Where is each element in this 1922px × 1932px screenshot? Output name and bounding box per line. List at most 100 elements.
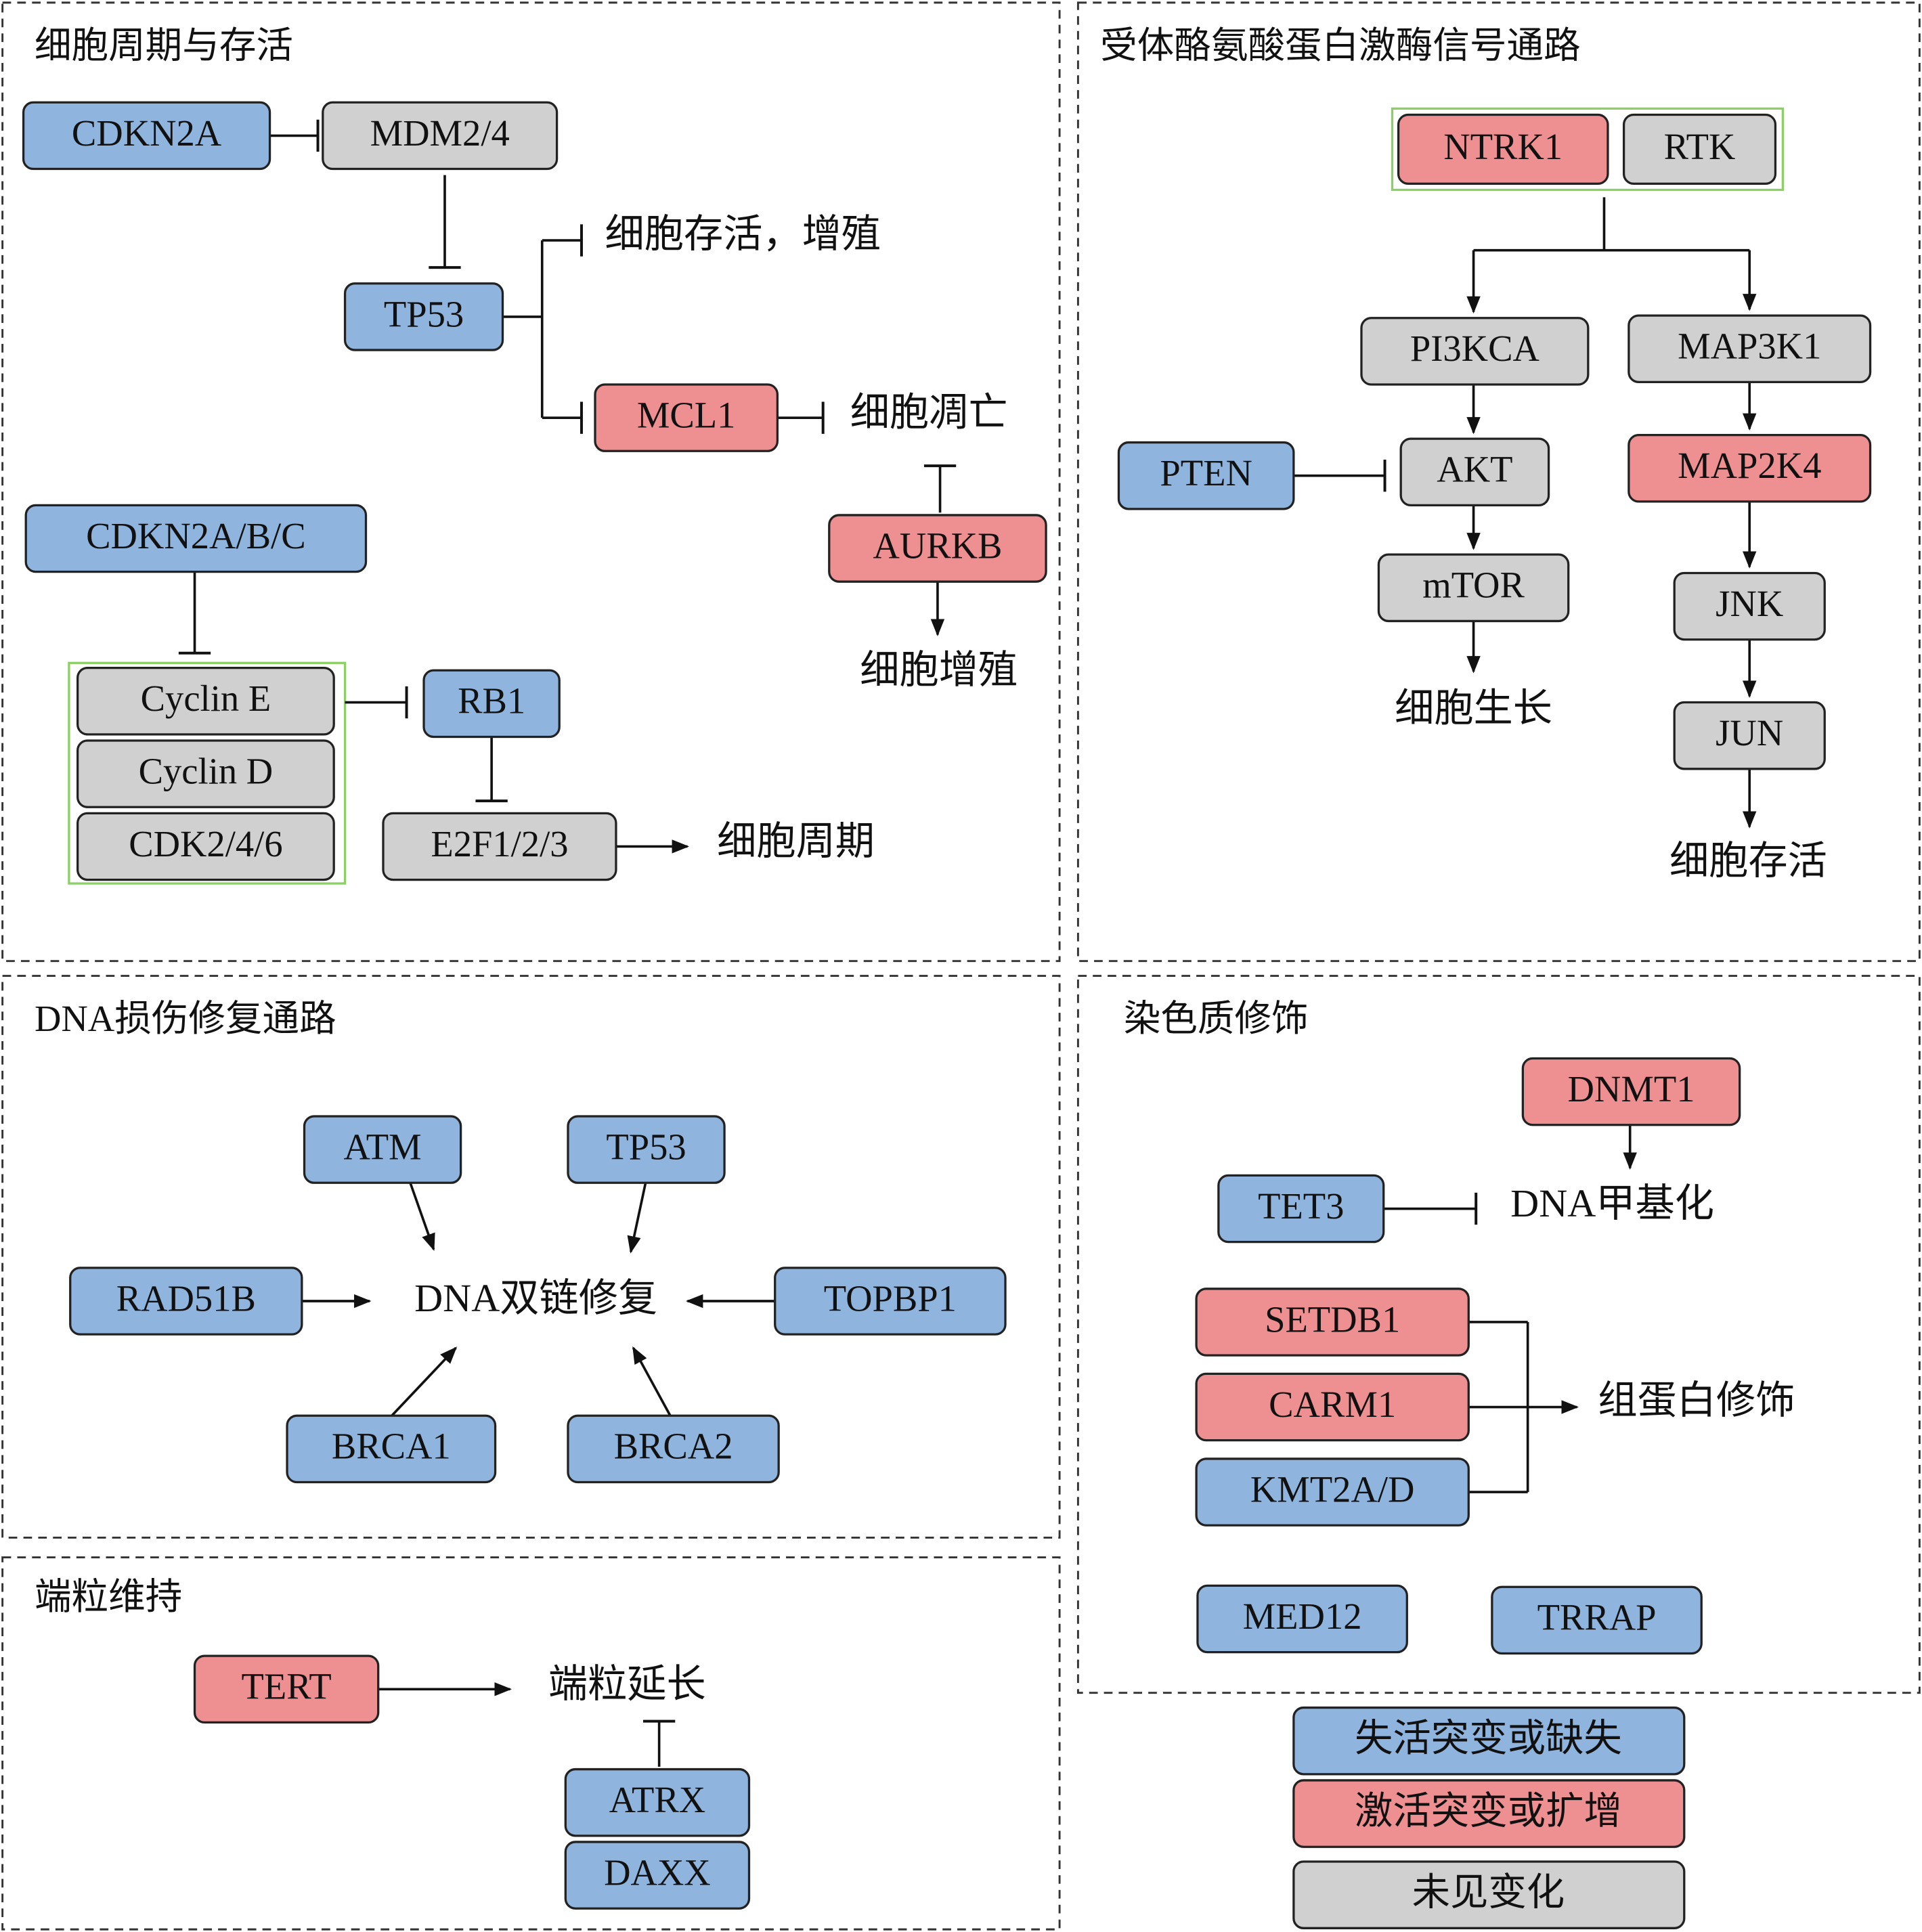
gene-topbp1-box [774, 1267, 1007, 1336]
gene-jnk-label: JNK [1716, 583, 1783, 624]
edge-cdkn2a-inhibits-mdm2 [269, 119, 320, 152]
gene-ntrk1-label: NTRK1 [1443, 126, 1563, 167]
gene-kmt2ad-label: KMT2A/D [1250, 1468, 1415, 1510]
panel-telomere [1, 1556, 1061, 1931]
gene-daxx-label: DAXX [604, 1851, 711, 1893]
gene-mdm2-4-label: MDM2/4 [370, 112, 510, 154]
gene-pten-box [1117, 441, 1295, 510]
gene-brca2-box [567, 1414, 780, 1484]
edge-atrx-inhibits-telomere [642, 1719, 676, 1767]
outcome-histone-modification: 组蛋白修饰 [1598, 1378, 1795, 1422]
gene-brca1-box [286, 1414, 497, 1484]
outcome-dsb-repair: DNA双链修复 [414, 1276, 657, 1320]
outcome-survival: 细胞存活 [1669, 839, 1827, 883]
gene-atrx-label: ATRX [609, 1779, 706, 1820]
gene-med12-label: MED12 [1243, 1596, 1362, 1637]
gene-setdb1-box [1195, 1288, 1470, 1357]
edge-tp53-inhibits-mcl1 [542, 401, 583, 434]
outcome-dna-methylation: DNA甲基化 [1510, 1181, 1714, 1225]
legend-no-change-swatch [1292, 1860, 1686, 1929]
gene-mtor-label: mTOR [1422, 565, 1525, 606]
gene-rtk-label: RTK [1664, 126, 1736, 167]
gene-rtk-box [1622, 113, 1777, 185]
gene-dnmt1-box [1521, 1057, 1741, 1126]
gene-med12-box [1196, 1584, 1408, 1654]
legend-inactivation-swatch [1292, 1706, 1686, 1776]
gene-akt-label: AKT [1437, 449, 1512, 490]
gene-rad51b-label: RAD51B [116, 1277, 256, 1319]
panel-cell-cycle [1, 1, 1061, 963]
gene-trrap-label: TRRAP [1537, 1597, 1657, 1638]
gene-tet3-box [1217, 1174, 1385, 1244]
gene-topbp1-label: TOPBP1 [824, 1277, 957, 1319]
edge-mcl1-inhibits-apoptosis [777, 401, 825, 434]
gene-carm1-box [1195, 1372, 1470, 1442]
gene-kmt2ad-box [1195, 1457, 1470, 1527]
gene-brca1-label: BRCA1 [332, 1426, 451, 1467]
gene-map2k4-box [1628, 433, 1872, 503]
panel-dna-repair [1, 975, 1061, 1539]
gene-rb1-label: RB1 [458, 680, 525, 722]
outcome-cell-cycle: 细胞周期 [717, 819, 875, 863]
gene-tp53-a-box [343, 282, 504, 351]
gene-trrap-box [1491, 1585, 1703, 1655]
gene-e2f123-box [382, 812, 617, 881]
gene-cdk246-box [77, 812, 335, 881]
panel-title-dna-repair: DNA损伤修复通路 [35, 998, 336, 1039]
gene-tert-label: TERT [242, 1666, 332, 1707]
gene-daxx-box [564, 1841, 751, 1910]
panel-title-chromatin: 染色质修饰 [1124, 998, 1309, 1039]
edge-atm-to-dsb-repair [409, 1182, 435, 1251]
gene-pi3kca-box [1360, 317, 1590, 386]
gene-tert-box [193, 1654, 380, 1724]
gene-cdkn2a-label: CDKN2A [72, 112, 222, 154]
gene-aurkb-label: AURKB [873, 525, 1002, 566]
edge-tp53-inhibits-survival [542, 224, 583, 257]
panel-title-cell-cycle: 细胞周期与存活 [35, 25, 293, 66]
edge-brca2-to-dsb-repair [632, 1346, 672, 1417]
edge-mdm2-inhibits-tp53 [429, 175, 461, 269]
panel-rtk [1076, 1, 1921, 963]
gene-tp53-b-box [567, 1115, 726, 1184]
edge-brca1-to-dsb-repair [391, 1346, 458, 1417]
gene-jun-label: JUN [1716, 712, 1783, 753]
gene-akt-box [1399, 437, 1550, 507]
gene-e2f123-label: E2F1/2/3 [431, 823, 568, 864]
edge-cyclins-inhibit-rb1 [345, 686, 408, 719]
gene-jun-box [1673, 701, 1826, 770]
gene-cyclin-d-label: Cyclin D [139, 750, 274, 791]
gene-pi3kca-label: PI3KCA [1410, 328, 1540, 369]
gene-cyclin-e-label: Cyclin E [141, 678, 271, 719]
gene-tp53-b-label: TP53 [606, 1126, 686, 1168]
gene-carm1-label: CARM1 [1269, 1384, 1396, 1425]
gene-atm-box [303, 1115, 462, 1184]
receptor-complex-outline [1391, 107, 1784, 192]
gene-jnk-box [1673, 571, 1826, 641]
gene-atrx-box [564, 1768, 751, 1837]
legend-no-change-label: 未见变化 [1412, 1872, 1565, 1914]
outcome-proliferation: 细胞增殖 [860, 648, 1018, 692]
gene-mtor-box [1377, 553, 1570, 623]
panel-chromatin [1076, 975, 1921, 1694]
edge-aurkb-inhibits-apoptosis [923, 464, 957, 513]
gene-cyclin-e-box [77, 666, 335, 736]
outcome-apoptosis: 细胞凋亡 [850, 391, 1008, 435]
gene-dnmt1-label: DNMT1 [1568, 1068, 1695, 1110]
legend-inactivation-label: 失活突变或缺失 [1355, 1717, 1622, 1759]
edge-tet3-inhibits-methylation [1383, 1192, 1478, 1225]
gene-rb1-box [422, 669, 561, 739]
panel-title-rtk: 受体酪氨酸蛋白激酶信号通路 [1100, 25, 1581, 66]
gene-mcl1-box [594, 383, 779, 452]
gene-cdk246-label: CDK2/4/6 [129, 823, 282, 864]
edge-pten-inhibits-akt [1293, 460, 1386, 492]
outcome-survival-proliferation: 细胞存活，增殖 [605, 212, 881, 256]
edge-tp53-to-dsb-repair [627, 1182, 647, 1254]
gene-cdkn2a-box [22, 101, 271, 171]
gene-mcl1-label: MCL1 [637, 395, 736, 436]
gene-mdm2-4-box [322, 101, 559, 171]
gene-cyclin-d-box [77, 739, 335, 808]
gene-pten-label: PTEN [1160, 452, 1252, 493]
panel-title-telomere: 端粒维持 [35, 1576, 182, 1617]
